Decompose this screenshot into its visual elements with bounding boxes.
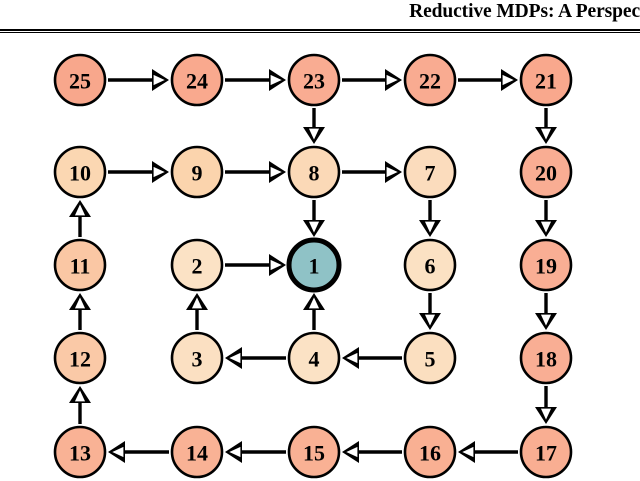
edge-arrow <box>458 69 518 91</box>
edge-arrow <box>108 161 169 183</box>
edge-arrow <box>225 69 286 91</box>
state-node[interactable]: 12 <box>53 331 107 385</box>
edge-arrow <box>303 293 325 330</box>
state-node[interactable]: 22 <box>403 53 457 107</box>
edge-layer <box>69 69 557 463</box>
edge-arrow <box>225 441 286 463</box>
state-node[interactable]: 2 <box>170 238 224 292</box>
edge-arrow <box>69 386 91 424</box>
page-header: Reductive MDPs: A Perspec <box>0 0 640 34</box>
edge-arrow <box>342 347 402 369</box>
edge-arrow <box>303 108 325 144</box>
state-node[interactable]: 17 <box>519 425 573 479</box>
goal-state-node[interactable]: 1 <box>286 237 342 293</box>
state-node[interactable]: 16 <box>403 425 457 479</box>
state-node[interactable]: 4 <box>287 331 341 385</box>
state-node[interactable]: 8 <box>287 145 341 199</box>
edge-arrow <box>69 200 91 237</box>
edge-arrow <box>186 293 208 330</box>
edge-arrow <box>342 69 402 91</box>
state-node[interactable]: 5 <box>403 331 457 385</box>
state-node[interactable]: 25 <box>53 53 107 107</box>
edge-arrow <box>69 293 91 330</box>
state-node[interactable]: 9 <box>170 145 224 199</box>
edge-arrow <box>535 293 557 330</box>
state-node[interactable]: 6 <box>403 238 457 292</box>
state-node[interactable]: 23 <box>287 53 341 107</box>
state-node[interactable]: 19 <box>519 238 573 292</box>
state-node[interactable]: 3 <box>170 331 224 385</box>
edge-arrow <box>419 200 441 237</box>
edge-arrow <box>342 161 402 183</box>
edge-arrow <box>225 347 286 369</box>
state-node[interactable]: 14 <box>170 425 224 479</box>
edge-arrow <box>342 441 402 463</box>
edge-arrow <box>458 441 518 463</box>
edge-arrow <box>535 200 557 237</box>
state-node[interactable]: 20 <box>519 145 573 199</box>
page-title: Reductive MDPs: A Perspec <box>409 1 640 22</box>
state-node[interactable]: 21 <box>519 53 573 107</box>
state-node[interactable]: 13 <box>53 425 107 479</box>
edge-arrow <box>108 441 169 463</box>
edge-arrow <box>535 108 557 144</box>
edge-arrow <box>108 69 169 91</box>
state-node[interactable]: 7 <box>403 145 457 199</box>
state-node[interactable]: 18 <box>519 331 573 385</box>
edge-arrow <box>225 161 286 183</box>
edge-arrow <box>419 293 441 330</box>
state-node[interactable]: 10 <box>53 145 107 199</box>
edge-arrow <box>535 386 557 424</box>
edge-arrow <box>225 254 286 276</box>
state-node[interactable]: 24 <box>170 53 224 107</box>
header-rule <box>0 29 640 33</box>
state-node[interactable]: 15 <box>287 425 341 479</box>
edge-arrow <box>303 200 325 237</box>
state-node[interactable]: 11 <box>53 238 107 292</box>
